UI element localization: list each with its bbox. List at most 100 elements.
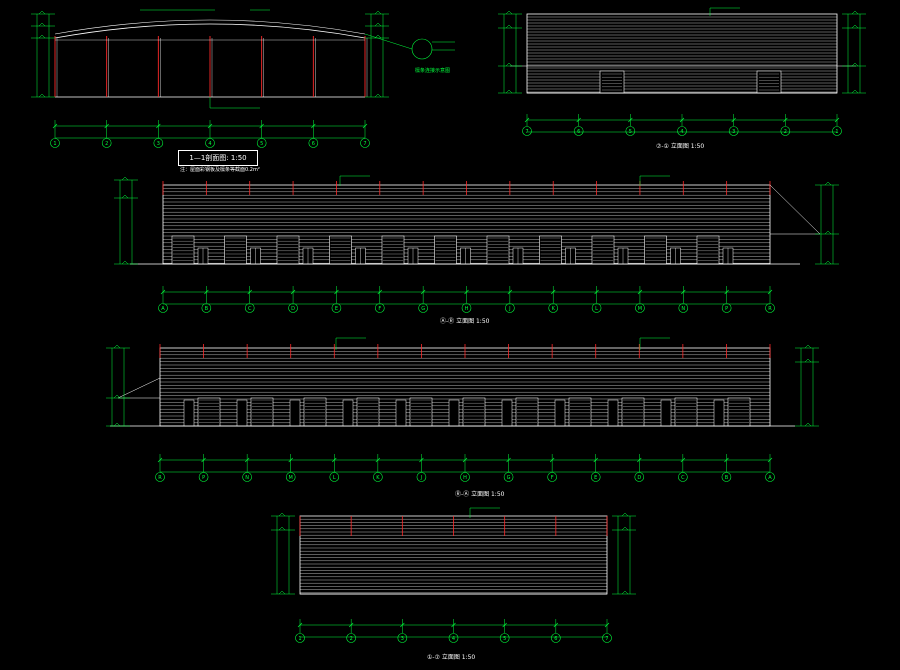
elevation-right-top-level-mark (851, 10, 859, 15)
elevation-long-2-grid-bubble-label: M (289, 475, 293, 481)
elevation-bottom-dim-tick (553, 622, 559, 628)
elevation-right-top-grid-bubble (728, 126, 739, 136)
elevation-long-2-level-mark (113, 344, 121, 349)
elevation-long-2-roller-door (303, 397, 327, 427)
section-1-1-grid-bubble (50, 138, 60, 148)
elevation-long-2-dim-tick (462, 457, 468, 463)
elevation-long-1-dim-tick (160, 289, 166, 295)
section-1-1-scale-label: 1—1剖面图: 1:50 (189, 154, 247, 162)
elevation-long-1-dim-tick (247, 289, 252, 295)
elevation-long-1-grid-bubble (678, 303, 689, 313)
elevation-long-1-dim-tick (594, 289, 599, 295)
elevation-bottom-grid-bubble (448, 633, 459, 643)
elevation-long-1-dim-tick (204, 289, 209, 295)
section-1-1-grid-bubble (205, 138, 215, 148)
elevation-long-1-grid-bubble-label: H (465, 306, 469, 312)
elevation-long-2-grid-bubble-label: F (551, 475, 554, 481)
section-1-1-level-mark (38, 93, 46, 98)
section-1-1-level-mark (374, 93, 382, 98)
elevation-long-2-personnel-door (236, 399, 248, 427)
elevation-long-1-roller-door (591, 235, 615, 265)
elevation-right-top-grid-bubble-label: 3 (732, 129, 735, 135)
elevation-long-2-dim-tick (157, 457, 163, 463)
elevation-long-2-personnel-door (183, 399, 195, 427)
elevation-long-2-personnel-door (342, 399, 354, 427)
section-1-1-level-mark (38, 34, 46, 39)
elevation-long-1-grid-bubble-label: M (638, 306, 642, 312)
elevation-right-top-level-mark (851, 62, 859, 67)
elevation-long-1-grid-bubble (765, 303, 775, 313)
elevation-long-1-grid-bubble-label: E (335, 306, 338, 312)
elevation-bottom-grid-bubble-label: 5 (503, 636, 506, 642)
section-1-1-roof-arc (54, 23, 366, 39)
elevation-long-1-grid-bubble-label: J (508, 306, 510, 312)
elevation-long-1-roller-door (224, 235, 247, 265)
elevation-long-2-grid-bubble (460, 472, 470, 482)
elevation-long-1-grid-bubble-label: N (681, 306, 685, 312)
elevation-long-2-grid-bubble (765, 472, 775, 482)
elevation-right-top-scale-label: ⑦-① 立面图 1:50 (656, 143, 705, 150)
elevation-right-top-door (756, 70, 782, 94)
elevation-right-top-level-mark (505, 24, 513, 29)
elevation-bottom-grid-bubble (602, 633, 612, 643)
elevation-long-2-dim-tick (244, 457, 250, 463)
elevation-bottom-dim-tick (297, 622, 303, 628)
elevation-long-2-roller-door (515, 397, 539, 427)
elevation-long-2-roller-door (727, 397, 751, 427)
elevation-long-2-personnel-door (395, 399, 407, 427)
elevation-long-2-personnel-door (607, 399, 619, 427)
elevation-long-2-personnel-door (713, 399, 725, 427)
elevation-right-top-grid-bubble-label: 5 (629, 129, 632, 135)
elevation-long-1-grid-bubble-label: G (421, 306, 425, 312)
elevation-long-1-grid-bubble (591, 303, 602, 313)
section-1-1-level-mark (38, 22, 46, 27)
elevation-long-2-level-mark (113, 422, 121, 427)
elevation-long-1-roller-door (486, 235, 510, 265)
elevation-right-top-grid-bubble (780, 126, 791, 136)
elevation-long-1-roller-door (539, 235, 562, 265)
section-1-1-dim-tick (104, 123, 109, 129)
elevation-right-top-grid-bubble-label: 1 (835, 129, 838, 135)
elevation-long-1-level-mark (824, 230, 832, 235)
elevation-right-top-level-mark (851, 24, 859, 29)
elevation-bottom-level-mark (278, 590, 286, 595)
section-1-1-grid-bubble-label: 4 (208, 141, 211, 147)
elevation-long-2-dim-tick (332, 457, 337, 463)
elevation-long-2-scale-label: Ⓡ-Ⓐ 立面图 1:50 (455, 491, 505, 498)
elevation-long-1-dim-tick (507, 289, 513, 295)
elevation-long-2-grid-bubble (678, 472, 688, 482)
elevation-long-1-grid-bubble-label: F (378, 306, 381, 312)
elevation-long-1-dim-tick (334, 289, 339, 295)
elevation-long-2-grid-bubble (503, 472, 514, 482)
elevation-long-1-roller-door (276, 235, 300, 265)
elevation-long-2-dim-tick (375, 457, 381, 463)
elevation-long-1-roller-door (171, 235, 195, 265)
elevation-bottom-grid-bubble (346, 633, 356, 643)
elevation-long-2-personnel-door (501, 399, 513, 427)
elevation-long-2-grid-bubble-label: L (333, 475, 336, 481)
elevation-long-1-dim-tick (377, 289, 382, 295)
elevation-bottom-level-mark (621, 512, 629, 517)
section-1-1-grid-bubble-label: 7 (363, 141, 366, 147)
section-1-1-grid-bubble-label: 6 (312, 141, 315, 147)
section-1-1-level-mark (38, 10, 46, 15)
elevation-long-2-dim-tick (288, 457, 293, 463)
elevation-bottom-grid-bubble (397, 633, 408, 643)
elevation-long-2-grid-bubble (242, 472, 252, 482)
elevation-bottom-level-mark (621, 590, 629, 595)
elevation-long-2-grid-bubble (198, 472, 209, 482)
elevation-long-1-dim-tick (767, 289, 773, 295)
elevation-bottom-grid-bubble (499, 633, 510, 643)
section-1-1-level-mark (374, 10, 382, 15)
elevation-long-1-grid-bubble (288, 303, 298, 313)
elevation-long-2-grid-bubble-label: P (202, 475, 205, 481)
elevation-long-2-grid-bubble-label: C (681, 475, 685, 481)
elevation-long-2-grid-bubble (547, 472, 557, 482)
elevation-long-1-scale-label: Ⓐ-Ⓡ 立面图 1:50 (440, 318, 490, 325)
elevation-long-2-level-mark (804, 358, 812, 363)
section-1-1-grid-bubble (256, 138, 267, 148)
elevation-long-2-roller-door (197, 397, 221, 427)
section-1-1-grid-bubble-label: 2 (105, 141, 108, 147)
